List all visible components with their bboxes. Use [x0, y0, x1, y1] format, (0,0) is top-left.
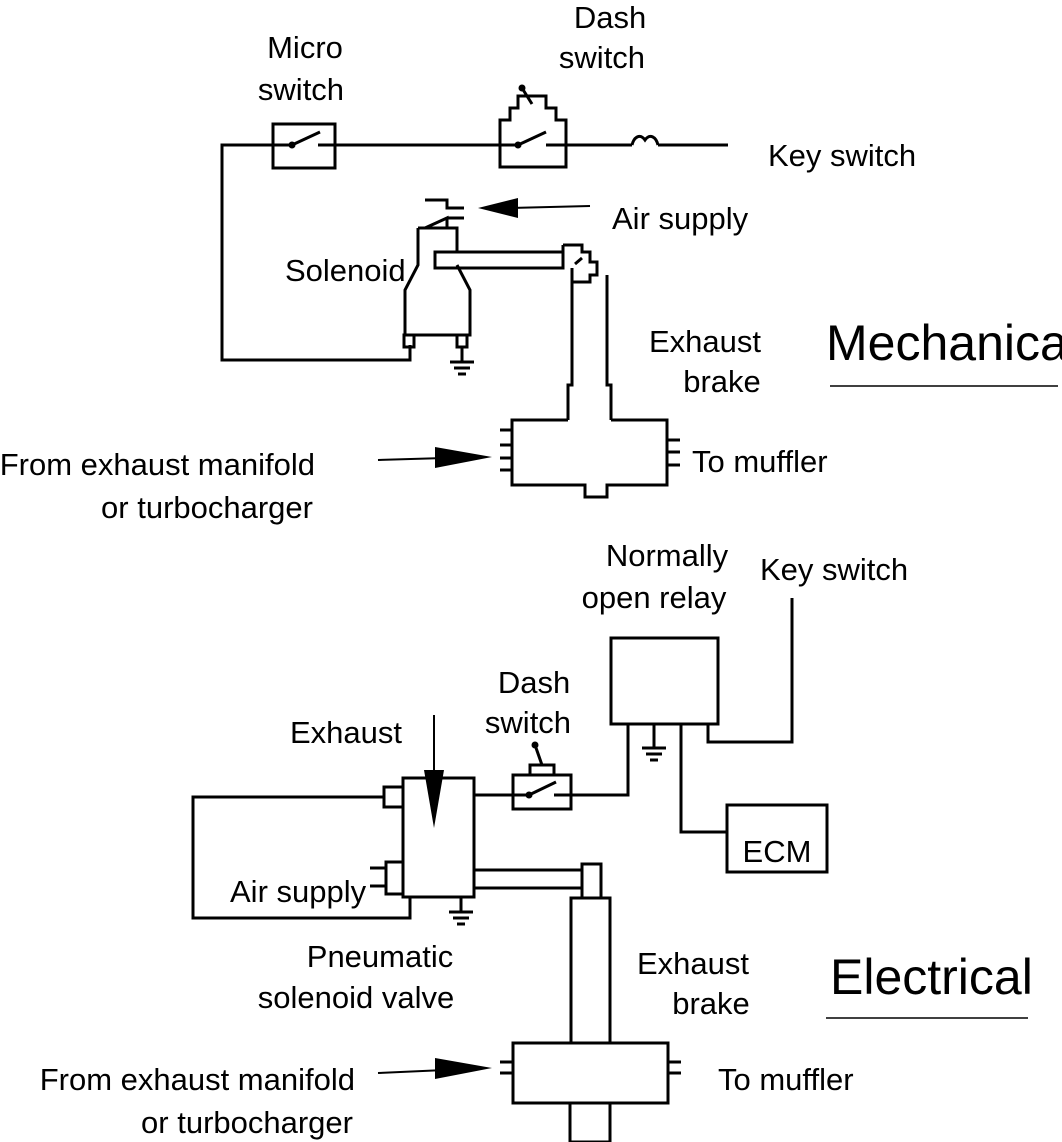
dash-switch-label: Dash: [574, 0, 646, 35]
from-exhaust-label: From exhaust manifold: [0, 447, 315, 482]
mechanical-title: Mechanical: [826, 315, 1062, 371]
solenoid-label: Solenoid: [285, 253, 406, 288]
air-supply-label: Air supply: [612, 201, 749, 236]
exhaust-label: Exhaust: [290, 715, 402, 750]
from-exhaust-label-2: or turbocharger: [101, 490, 313, 525]
mech-exhaust-brake-icon: [500, 275, 680, 499]
ecm-wire: [679, 724, 727, 834]
elec-air-line: [472, 868, 584, 890]
relay-label-2: open relay: [582, 580, 727, 615]
mech-air-line: [433, 243, 599, 284]
exhaust-in-arrow: [377, 457, 446, 461]
relay-label: Normally: [606, 538, 729, 573]
elec-exhaust-brake-label-2: brake: [672, 986, 750, 1021]
dash-switch-icon: [498, 84, 568, 169]
elec-dash-switch-icon: [474, 741, 573, 811]
fuse-symbol: [630, 134, 660, 146]
elec-air-supply-label: Air supply: [230, 874, 367, 909]
elec-exhaust-brake-icon: [500, 896, 681, 1142]
elec-from-exhaust-label-2: or turbocharger: [141, 1105, 353, 1140]
elec-dash-switch-label: Dash: [498, 665, 570, 700]
key-switch-label: Key switch: [768, 138, 916, 173]
ecm-label: ECM: [743, 834, 812, 869]
exhaust-brake-label-2: brake: [683, 364, 761, 399]
valve-label-2: solenoid valve: [258, 980, 454, 1015]
mechanical-section: Micro switch Dash switch Key switch Air …: [0, 0, 1062, 525]
relay-dash-wire: [571, 724, 630, 797]
relay-icon: [609, 636, 720, 726]
elec-air-fitting: [580, 862, 603, 900]
elec-from-exhaust-label: From exhaust manifold: [40, 1062, 355, 1097]
micro-switch-icon: [271, 122, 337, 170]
valve-label: Pneumatic: [307, 939, 453, 974]
elec-to-muffler-label: To muffler: [718, 1062, 854, 1097]
solenoid-icon: [402, 198, 474, 376]
dash-switch-label-2: switch: [559, 40, 645, 75]
to-muffler-label: To muffler: [692, 444, 828, 479]
relay-ground: [642, 724, 666, 762]
air-supply-arrow: [509, 205, 591, 209]
micro-switch-label-2: switch: [258, 72, 344, 107]
ecm-icon: [725, 803, 829, 874]
electrical-title: Electrical: [830, 949, 1033, 1005]
elec-dash-switch-label-2: switch: [485, 705, 571, 740]
elec-key-switch-label: Key switch: [760, 552, 908, 587]
elec-exhaust-in-arrow: [377, 1069, 446, 1074]
exhaust-brake-label: Exhaust: [649, 324, 761, 359]
elec-exhaust-brake-label: Exhaust: [637, 946, 749, 981]
key-switch-wire: [706, 598, 794, 744]
electrical-section: Normally open relay Key switch Dash swit…: [40, 538, 1033, 1142]
micro-switch-label: Micro: [267, 30, 343, 65]
mech-control-wire: [220, 143, 412, 362]
